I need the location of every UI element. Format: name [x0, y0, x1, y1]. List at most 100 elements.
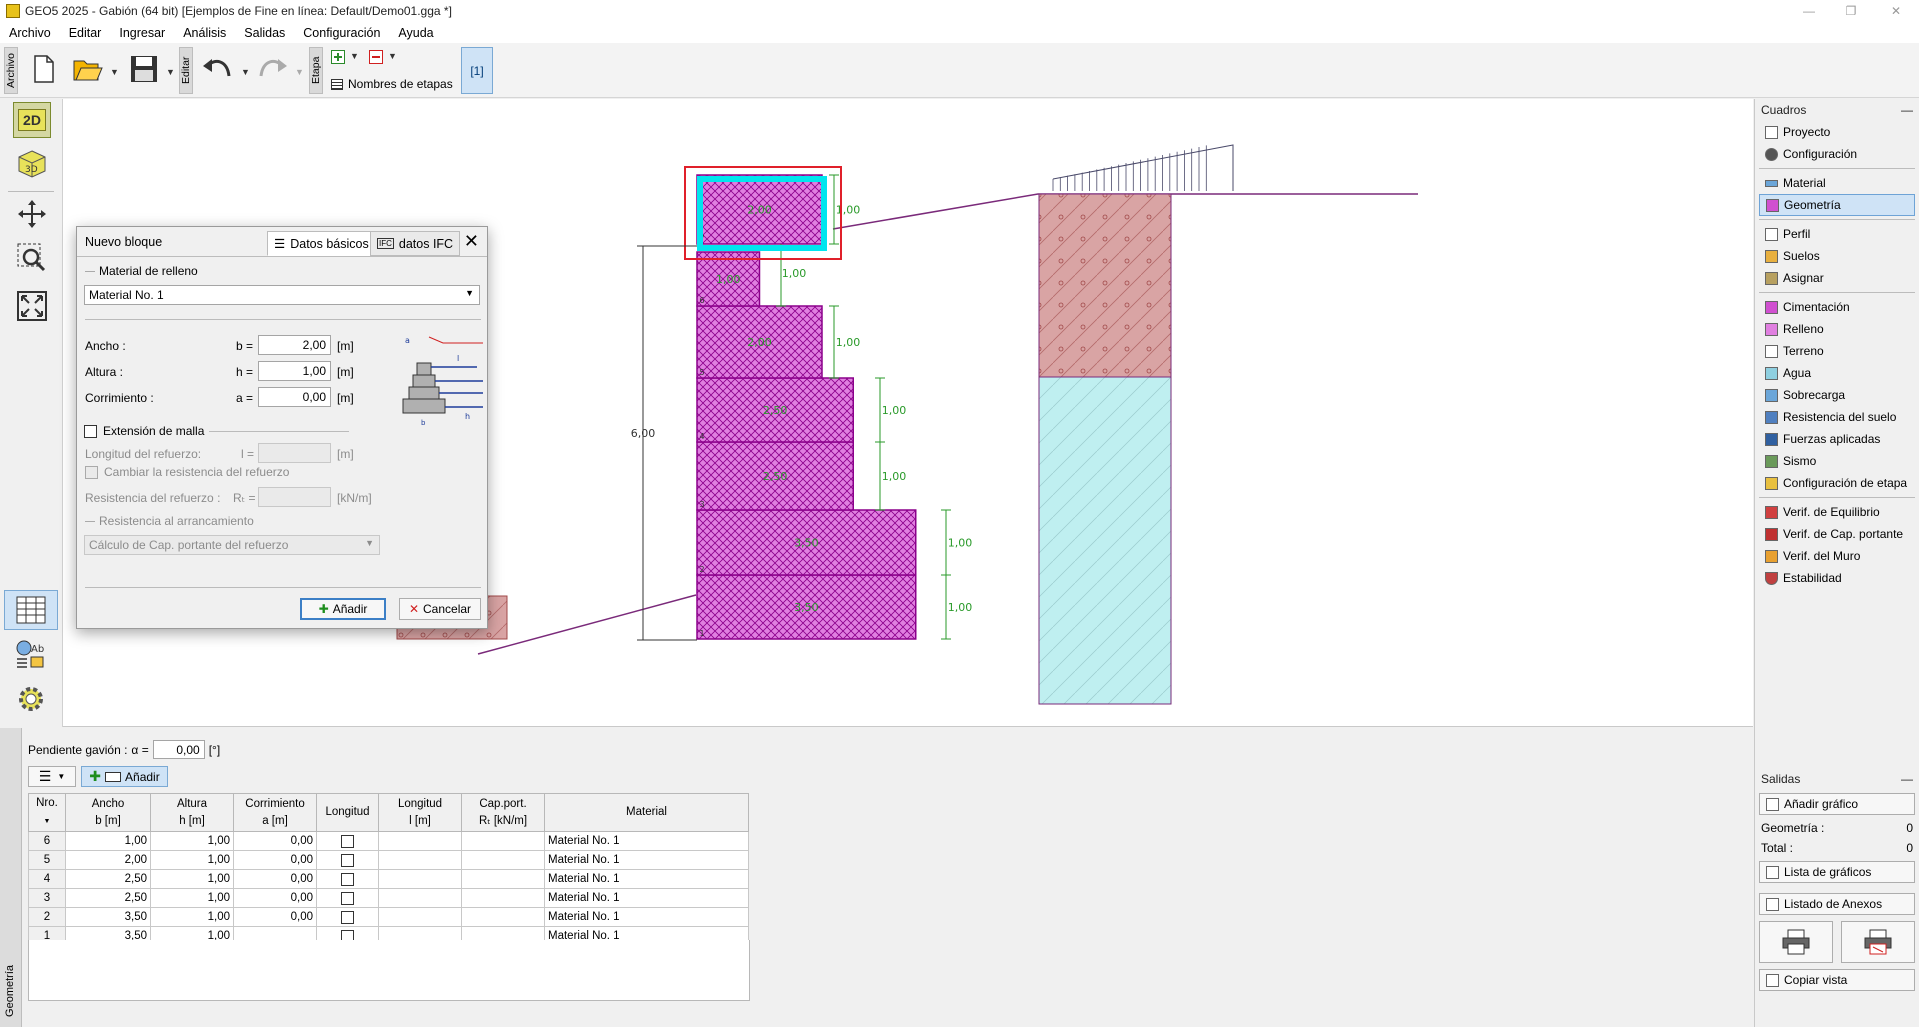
- cell-longitud[interactable]: [378, 869, 462, 889]
- etapa-tab[interactable]: Etapa: [309, 47, 323, 94]
- material-select[interactable]: Material No. 1▼: [84, 285, 480, 305]
- frame-verif-equilibrio[interactable]: Verif. de Equilibrio: [1759, 501, 1915, 523]
- frame-configuracion-etapa[interactable]: Configuración de etapa: [1759, 472, 1915, 494]
- save-dropdown-icon[interactable]: ▼: [166, 67, 175, 77]
- cell-cap-port[interactable]: [461, 850, 545, 870]
- pan-icon[interactable]: [13, 196, 51, 232]
- frame-relleno[interactable]: Relleno: [1759, 318, 1915, 340]
- geometry-side-tab[interactable]: Geometría: [0, 728, 22, 1027]
- add-row-button[interactable]: ✚ Añadir: [81, 766, 168, 787]
- open-folder-icon[interactable]: [72, 53, 104, 85]
- collapse-icon[interactable]: —: [1901, 103, 1913, 117]
- redo-dropdown-icon[interactable]: ▼: [295, 67, 304, 77]
- length-checkbox[interactable]: [341, 872, 354, 886]
- cell-nro[interactable]: 4: [28, 869, 66, 889]
- cell-longitud-check[interactable]: [316, 907, 379, 927]
- frame-geometria[interactable]: Geometría: [1759, 194, 1915, 216]
- frame-suelos[interactable]: Suelos: [1759, 245, 1915, 267]
- frame-sobrecarga[interactable]: Sobrecarga: [1759, 384, 1915, 406]
- reinf-length-input[interactable]: [258, 443, 331, 463]
- menu-salidas[interactable]: Salidas: [244, 25, 286, 40]
- cell-corrimiento[interactable]: 0,00: [233, 831, 317, 851]
- cell-longitud[interactable]: [378, 888, 462, 908]
- fit-view-icon[interactable]: [13, 288, 51, 324]
- tab-datos-basicos[interactable]: ☰Datos básicos: [267, 231, 376, 256]
- undo-dropdown-icon[interactable]: ▼: [241, 67, 250, 77]
- menu-ingresar[interactable]: Ingresar: [119, 25, 166, 40]
- frame-fuerzas-aplicadas[interactable]: Fuerzas aplicadas: [1759, 428, 1915, 450]
- cell-material[interactable]: Material No. 1: [544, 907, 749, 927]
- menu-archivo[interactable]: Archivo: [9, 25, 51, 40]
- cell-corrimiento[interactable]: 0,00: [233, 869, 317, 889]
- frame-perfil[interactable]: Perfil: [1759, 223, 1915, 245]
- cell-material[interactable]: Material No. 1: [544, 831, 749, 851]
- frame-resistencia-suelo[interactable]: Resistencia del suelo: [1759, 406, 1915, 428]
- cell-ancho[interactable]: 1,00: [65, 831, 151, 851]
- cell-cap-port[interactable]: [461, 869, 545, 889]
- minimize-button[interactable]: —: [1803, 4, 1815, 18]
- add-graphic-button[interactable]: Añadir gráfico: [1759, 793, 1915, 815]
- annex-list-button[interactable]: Listado de Anexos: [1759, 893, 1915, 915]
- frame-cimentacion[interactable]: Cimentación: [1759, 296, 1915, 318]
- stage-names-button[interactable]: Nombres de etapas: [331, 77, 453, 91]
- add-stage-icon[interactable]: [330, 49, 346, 65]
- cell-corrimiento[interactable]: 0,00: [233, 907, 317, 927]
- close-window-button[interactable]: ✕: [1890, 4, 1902, 18]
- frame-verif-cap-portante[interactable]: Verif. de Cap. portante: [1759, 523, 1915, 545]
- add-block-button[interactable]: ✚Añadir: [300, 598, 386, 620]
- ancho-input[interactable]: 2,00: [258, 335, 331, 355]
- length-checkbox[interactable]: [341, 834, 354, 848]
- cell-corrimiento[interactable]: 0,00: [233, 850, 317, 870]
- col-material[interactable]: Material: [544, 793, 749, 832]
- cell-corrimiento[interactable]: 0,00: [233, 888, 317, 908]
- altura-input[interactable]: 1,00: [258, 361, 331, 381]
- cell-longitud-check[interactable]: [316, 869, 379, 889]
- add-stage-dropdown-icon[interactable]: ▼: [350, 51, 359, 61]
- cell-longitud[interactable]: [378, 850, 462, 870]
- cell-altura[interactable]: 1,00: [150, 869, 234, 889]
- graphics-list-button[interactable]: Lista de gráficos: [1759, 861, 1915, 883]
- frame-terreno[interactable]: Terreno: [1759, 340, 1915, 362]
- redo-icon[interactable]: [256, 53, 288, 83]
- frame-verif-muro[interactable]: Verif. del Muro: [1759, 545, 1915, 567]
- cell-nro[interactable]: 6: [28, 831, 66, 851]
- restore-button[interactable]: ❐: [1845, 4, 1857, 18]
- save-icon[interactable]: [128, 53, 160, 85]
- cell-ancho[interactable]: 2,00: [65, 850, 151, 870]
- close-icon[interactable]: ✕: [463, 231, 479, 251]
- menu-editar[interactable]: Editar: [68, 25, 102, 40]
- cell-cap-port[interactable]: [461, 831, 545, 851]
- remove-stage-dropdown-icon[interactable]: ▼: [388, 51, 397, 61]
- col-nro[interactable]: Nro. ▼: [28, 793, 66, 832]
- print-pdf-icon[interactable]: [1841, 921, 1915, 963]
- frame-estabilidad[interactable]: Estabilidad: [1759, 567, 1915, 589]
- copy-view-button[interactable]: Copiar vista: [1759, 969, 1915, 991]
- change-resistance-checkbox[interactable]: [85, 465, 98, 479]
- corrimiento-input[interactable]: 0,00: [258, 387, 331, 407]
- list-menu-button[interactable]: ☰▼: [28, 766, 76, 787]
- archivo-tab[interactable]: Archivo: [4, 47, 18, 94]
- menu-analisis[interactable]: Análisis: [183, 25, 227, 40]
- cell-ancho[interactable]: 3,50: [65, 907, 151, 927]
- cell-longitud[interactable]: [378, 907, 462, 927]
- col-cap-port[interactable]: Cap.port.Rₜ [kN/m]: [461, 793, 545, 832]
- frame-sismo[interactable]: Sismo: [1759, 450, 1915, 472]
- length-checkbox[interactable]: [341, 853, 354, 867]
- frame-agua[interactable]: Agua: [1759, 362, 1915, 384]
- cell-longitud[interactable]: [378, 831, 462, 851]
- mesh-extension-checkbox[interactable]: [84, 424, 97, 438]
- cell-longitud-check[interactable]: [316, 888, 379, 908]
- cell-material[interactable]: Material No. 1: [544, 869, 749, 889]
- zoom-icon[interactable]: [13, 240, 51, 276]
- stage-1-button[interactable]: [1]: [461, 47, 493, 94]
- cell-ancho[interactable]: 2,50: [65, 888, 151, 908]
- cell-altura[interactable]: 1,00: [150, 888, 234, 908]
- cell-nro[interactable]: 2: [28, 907, 66, 927]
- frame-material[interactable]: Material: [1759, 172, 1915, 194]
- slope-input[interactable]: 0,00: [152, 740, 205, 759]
